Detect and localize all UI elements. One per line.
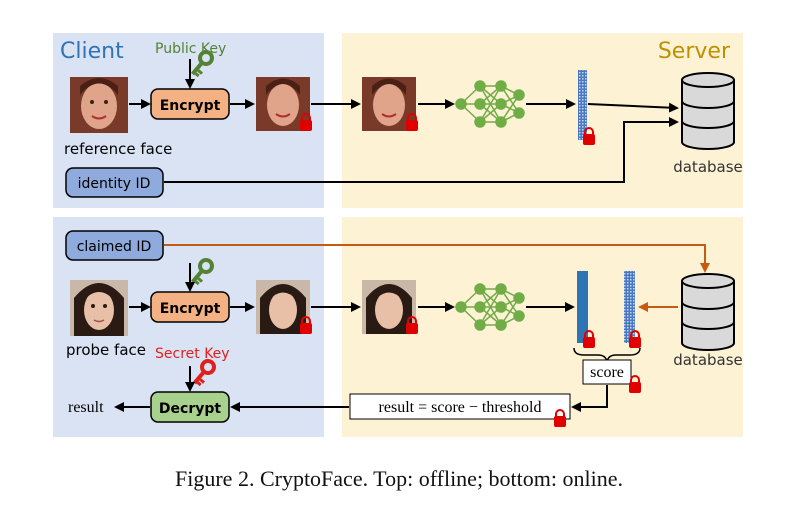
result-formula-box: [349, 393, 571, 420]
result-formula: result = score − threshold: [379, 399, 542, 416]
database-icon-bottom: [681, 273, 735, 351]
identity-id-box: [65, 167, 164, 198]
lock-icon: [629, 330, 641, 348]
client-title: Client: [60, 39, 124, 64]
reference-feature-vector: [624, 271, 635, 343]
database-icon-top: [681, 72, 735, 150]
identity-id-label: identity ID: [78, 176, 151, 192]
arrow-feature-to-database: [587, 102, 679, 113]
encrypted-reference-face-client: [256, 77, 310, 131]
neural-network-icon-top: [455, 80, 525, 128]
lock-icon: [554, 409, 566, 427]
secret-key-label: Secret Key: [155, 346, 230, 362]
lock-icon: [583, 330, 595, 348]
arrow-score-to-result: [571, 385, 608, 412]
lock-icon: [300, 316, 312, 334]
public-key-icon: [190, 50, 214, 78]
lock-icon: [300, 113, 312, 131]
database-label-bottom: database: [673, 351, 743, 369]
score-label: score: [590, 364, 624, 381]
encrypted-probe-face-server: [362, 280, 416, 334]
encrypted-feature-vector-top: [578, 70, 587, 140]
encrypt-box-top: [150, 88, 230, 120]
arrow-identity-to-database: [164, 117, 679, 183]
decrypt-box: [150, 391, 230, 423]
probe-face-image: [70, 280, 128, 336]
neural-network-icon-bottom: [455, 283, 525, 331]
encrypt-label-top: Encrypt: [160, 98, 221, 114]
claimed-id-box: [65, 230, 164, 261]
probe-feature-vector: [577, 271, 588, 343]
lock-icon: [406, 113, 418, 131]
reference-face-label: reference face: [64, 140, 172, 158]
server-title: Server: [658, 39, 731, 64]
reference-face-image: [70, 77, 128, 133]
arrow-claimed-id-to-database: [164, 244, 710, 273]
decrypt-label: Decrypt: [159, 401, 221, 417]
database-label-top: database: [673, 158, 743, 176]
encrypt-box-bottom: [150, 291, 230, 323]
lock-icon: [406, 316, 418, 334]
encrypt-label-bottom: Encrypt: [160, 301, 221, 317]
score-box: [582, 359, 632, 385]
claimed-id-label: claimed ID: [77, 239, 152, 255]
public-key-icon: [190, 258, 214, 286]
figure-caption: Figure 2. CryptoFace. Top: offline; bott…: [175, 466, 623, 491]
lock-icon: [583, 127, 595, 145]
lock-icon: [629, 375, 641, 393]
secret-key-icon: [192, 359, 216, 387]
public-key-label: Public Key: [155, 41, 226, 57]
result-label: result: [68, 399, 104, 416]
probe-face-label: probe face: [66, 341, 146, 359]
